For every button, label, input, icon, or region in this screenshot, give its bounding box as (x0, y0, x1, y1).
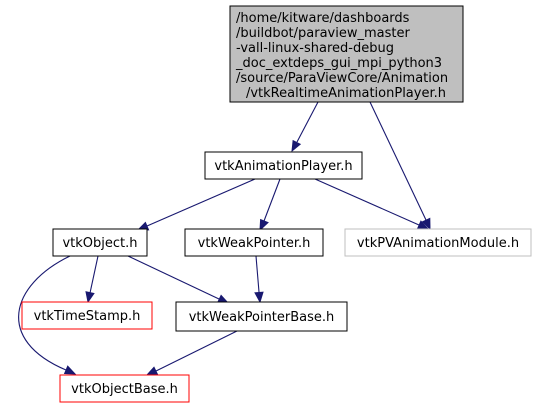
node-time-stamp[interactable]: vtkTimeStamp.h (21, 301, 153, 330)
edge-animation-player-to-object (136, 178, 256, 231)
node-pv-animation-module-label: vtkPVAnimationModule.h (357, 236, 519, 251)
root-path-line-4: _doc_extdeps_gui_mpi_python3 (235, 56, 442, 71)
node-object-base[interactable]: vtkObjectBase.h (59, 374, 190, 403)
root-path-line-5: /source/ParaViewCore/Animation (236, 71, 448, 86)
node-pv-animation-module-box (344, 228, 532, 257)
root-path-line-1: /home/kitware/dashboards (236, 11, 410, 26)
edge-animation-player-to-weak-pointer (259, 178, 281, 232)
node-object-base-label: vtkObjectBase.h (71, 382, 178, 397)
edge-weak-pointer-to-weak-pointer-base (254, 255, 264, 304)
node-object-label: vtkObject.h (62, 236, 137, 251)
edge-root-to-pv-animation-module (369, 101, 431, 231)
edge-object-to-object-base (18, 255, 77, 375)
node-animation-player[interactable]: vtkAnimationPlayer.h (204, 151, 363, 180)
root-path-line-2: /buildbot/paraview_master (236, 26, 410, 41)
node-animation-player-box (204, 151, 363, 180)
node-weak-pointer[interactable]: vtkWeakPointer.h (184, 228, 324, 257)
node-weak-pointer-box (184, 228, 324, 257)
node-weak-pointer-label: vtkWeakPointer.h (198, 236, 311, 251)
node-root-box (229, 5, 464, 103)
node-animation-player-label: vtkAnimationPlayer.h (214, 159, 352, 174)
graph-edges (18, 101, 431, 376)
root-path-line-3: -vall-linux-shared-debug (236, 41, 394, 56)
node-time-stamp-label: vtkTimeStamp.h (34, 309, 141, 324)
node-object-base-box (59, 374, 190, 403)
node-object-box (52, 228, 148, 257)
edge-object-to-time-stamp (85, 255, 99, 304)
node-weak-pointer-base[interactable]: vtkWeakPointerBase.h (175, 301, 348, 332)
node-object[interactable]: vtkObject.h (52, 228, 148, 257)
node-pv-animation-module[interactable]: vtkPVAnimationModule.h (344, 228, 532, 257)
node-weak-pointer-base-label: vtkWeakPointerBase.h (189, 310, 335, 325)
node-root-header[interactable]: /home/kitware/dashboards /buildbot/parav… (229, 5, 464, 103)
edge-animation-player-to-pv-animation-module (314, 178, 430, 230)
edge-root-to-animation-player (291, 101, 319, 153)
node-weak-pointer-base-box (175, 301, 348, 332)
edge-object-to-weak-pointer-base (127, 255, 230, 304)
node-time-stamp-box (21, 301, 153, 330)
edge-weak-pointer-base-to-object-base (145, 330, 238, 376)
root-path-line-6: /vtkRealtimeAnimationPlayer.h (246, 86, 446, 101)
